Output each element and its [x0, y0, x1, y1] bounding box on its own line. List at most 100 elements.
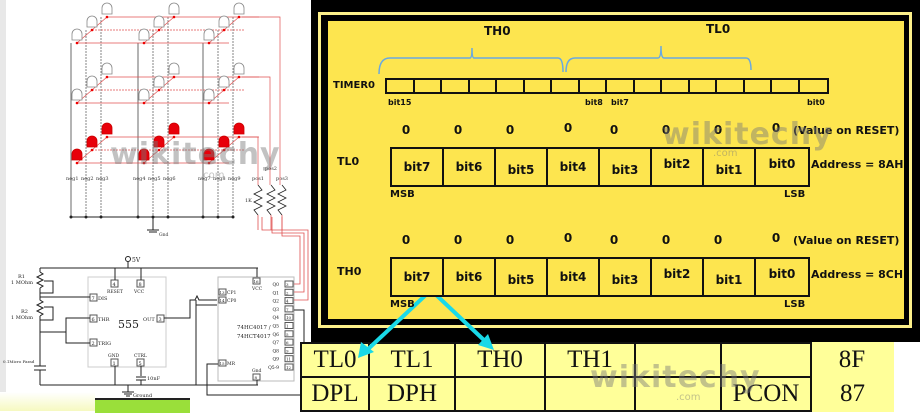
- counter-output-num: 3: [286, 282, 289, 287]
- neg-label: neg1: [66, 176, 79, 182]
- counter-output-name: Q2: [272, 299, 279, 305]
- table-cell: TH1: [544, 342, 636, 378]
- counter-input-pin: [218, 288, 227, 296]
- bit-cell: bit6: [444, 259, 496, 295]
- led-icon: [153, 135, 165, 148]
- counter-output-pin: [284, 363, 294, 371]
- counter-output-num: 12: [286, 365, 292, 370]
- layer-feed: [242, 76, 271, 185]
- led-node: [157, 28, 161, 32]
- pin-4-name: RESET: [107, 289, 123, 295]
- counter-output-pin: [284, 330, 294, 338]
- bit15-label: bit15: [388, 98, 412, 107]
- led-node: [172, 135, 176, 139]
- neg-label: neg6: [163, 176, 176, 182]
- timer-bit-cell: [635, 80, 662, 92]
- counter-output-num: 9: [286, 348, 289, 353]
- pos-label: pos3: [276, 176, 288, 182]
- led-icon: [168, 2, 180, 15]
- r2-label: R2: [21, 309, 28, 315]
- led-icon: [153, 15, 165, 28]
- reset-value: 0: [563, 121, 573, 135]
- led-node: [105, 75, 109, 79]
- led-node: [90, 88, 94, 92]
- led-icon: [203, 148, 215, 161]
- reset-value: 0: [661, 233, 671, 247]
- watermark-sub-table: .com: [676, 392, 701, 403]
- counter-input-num: 15: [220, 361, 226, 366]
- led-node: [75, 161, 79, 165]
- counter-input-num: 14: [220, 298, 226, 303]
- pos-resistor: [253, 184, 263, 216]
- timer-bit-cell: [662, 80, 690, 92]
- led-node: [142, 161, 146, 165]
- led-node: [142, 101, 146, 105]
- neg-label: neg8: [213, 176, 226, 182]
- counter-input-name: MR: [227, 361, 236, 367]
- led-icon: [233, 2, 245, 15]
- bit-cell: bit6: [444, 149, 496, 185]
- chip-555: [87, 276, 167, 368]
- led-node: [172, 75, 176, 79]
- reset-value: 0: [563, 231, 573, 245]
- counter-output-name: Q1: [272, 290, 279, 296]
- counter-output-num: 7: [286, 307, 289, 312]
- table-cell: TL1: [368, 342, 456, 378]
- led-node: [222, 28, 226, 32]
- counter-output-pin: [284, 305, 294, 313]
- counter-gnd-label: Gnd: [252, 368, 261, 374]
- pin-7-name: DIS: [98, 296, 108, 302]
- counter-output-name: Q4: [272, 315, 279, 321]
- reset-value: 0: [401, 233, 411, 247]
- counter-output-pin: [284, 313, 294, 321]
- bit-cell: bit4: [548, 149, 600, 185]
- pin-6-num: 6: [92, 317, 95, 323]
- watermark-sub-panel: .com: [713, 148, 738, 159]
- msb-label: MSB: [390, 299, 415, 310]
- neg-label: neg7: [198, 176, 211, 182]
- msb-label: MSB: [390, 189, 415, 200]
- counter-chip-label-2: 74HCT4017: [237, 334, 271, 340]
- led-node: [105, 135, 109, 139]
- counter-chip-label-1: 74HC4017 /: [237, 325, 271, 331]
- counter-input-pin: [218, 296, 227, 304]
- lsb-label: LSB: [784, 189, 806, 200]
- address-cell: 87: [811, 377, 893, 411]
- lsb-label: LSB: [784, 299, 806, 310]
- counter-output-pin: [284, 288, 294, 296]
- table-cell: PCON: [720, 376, 812, 412]
- bus-node: [166, 215, 170, 219]
- reset-value: 0: [771, 231, 781, 245]
- led-node: [75, 101, 79, 105]
- watermark-sub-left: .com: [200, 170, 225, 181]
- bit-cell: bit1: [704, 259, 756, 295]
- bit-cell: bit5: [496, 259, 548, 295]
- r1-label: R1: [18, 274, 25, 280]
- timer-bit-cell: [442, 80, 470, 92]
- timer-bit-cell: [580, 80, 607, 92]
- register-name: TL0: [337, 155, 360, 168]
- pin-6-name: THR: [98, 317, 110, 323]
- table-cell: [720, 342, 812, 378]
- counter-output-name: Q8: [272, 348, 279, 354]
- led-icon: [86, 15, 98, 28]
- counter-output-num: 2: [286, 290, 289, 295]
- counter-input-num: 13: [220, 290, 226, 295]
- timer-bit-cell: [552, 80, 580, 92]
- led-icon: [101, 122, 113, 135]
- r1-value: 1 MOhm: [11, 280, 33, 286]
- pin-5-num: 5: [139, 361, 142, 367]
- timer-bit-cell: [470, 80, 497, 92]
- watermark-logo-table: wikitechy: [590, 360, 761, 395]
- pos-label: pos2: [265, 166, 277, 172]
- bus-node: [231, 215, 235, 219]
- led-icon: [153, 75, 165, 88]
- counter-vcc-label: VCC: [251, 286, 263, 292]
- led-icon: [218, 15, 230, 28]
- led-node: [222, 148, 226, 152]
- pin-3-name: OUT: [143, 317, 155, 323]
- counter-input-name: CP1: [227, 290, 236, 296]
